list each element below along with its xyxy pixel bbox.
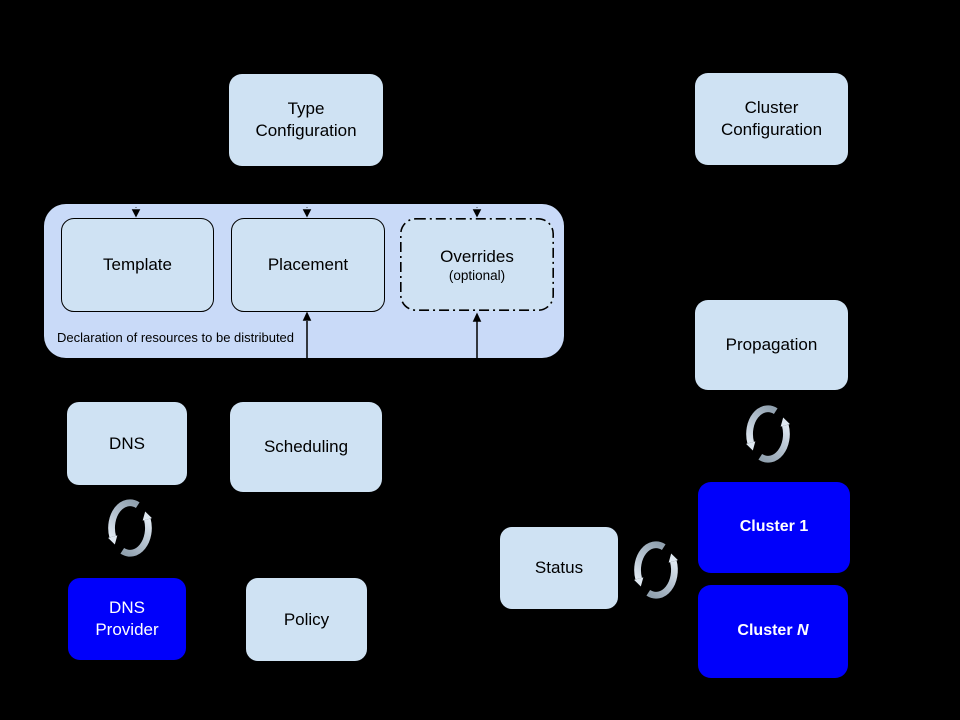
scheduling-label: Scheduling	[263, 437, 349, 457]
cluster-n-label-prefix: Cluster	[737, 622, 793, 640]
type-config-dashed-lines	[135, 170, 478, 208]
propagation-node: Propagation	[695, 300, 848, 390]
status-sync-icon	[627, 533, 685, 607]
type-configuration-label-line1: Type	[287, 99, 325, 119]
cluster-configuration-label-line1: Cluster	[744, 98, 799, 118]
dns-provider-label-line1: DNS	[109, 598, 145, 618]
cluster-configuration-label-line2: Configuration	[720, 120, 823, 139]
placement-label: Placement	[267, 255, 349, 275]
propagation-sync-icon	[739, 397, 797, 471]
scheduling-node: Scheduling	[230, 402, 382, 492]
policy-label: Policy	[283, 609, 330, 629]
cluster-configuration-node: Cluster Configuration	[695, 73, 848, 165]
dns-provider-label-line2: Provider	[95, 620, 159, 639]
template-node: Template	[61, 218, 214, 312]
type-configuration-node: Type Configuration	[229, 74, 383, 166]
template-label: Template	[103, 255, 172, 275]
dns-provider-node: DNS Provider	[68, 578, 186, 660]
overrides-sublabel: (optional)	[448, 267, 506, 283]
propagation-label: Propagation	[725, 335, 818, 355]
status-node: Status	[500, 527, 618, 609]
declaration-caption: Declaration of resources to be distribut…	[57, 330, 295, 345]
overrides-label: Overrides	[440, 246, 514, 266]
overrides-node: Overrides (optional)	[400, 218, 554, 311]
type-configuration-label-line2: Configuration	[255, 121, 357, 140]
cluster-n-label-suffix: N	[797, 622, 809, 640]
dns-label: DNS	[109, 433, 145, 453]
dns-node: DNS	[67, 402, 187, 485]
cluster-1-label-suffix: 1	[799, 518, 809, 536]
status-label: Status	[534, 558, 584, 578]
policy-node: Policy	[246, 578, 367, 661]
dns-sync-icon	[101, 491, 159, 565]
cluster-1-label-prefix: Cluster	[739, 518, 795, 536]
placement-node: Placement	[231, 218, 385, 312]
